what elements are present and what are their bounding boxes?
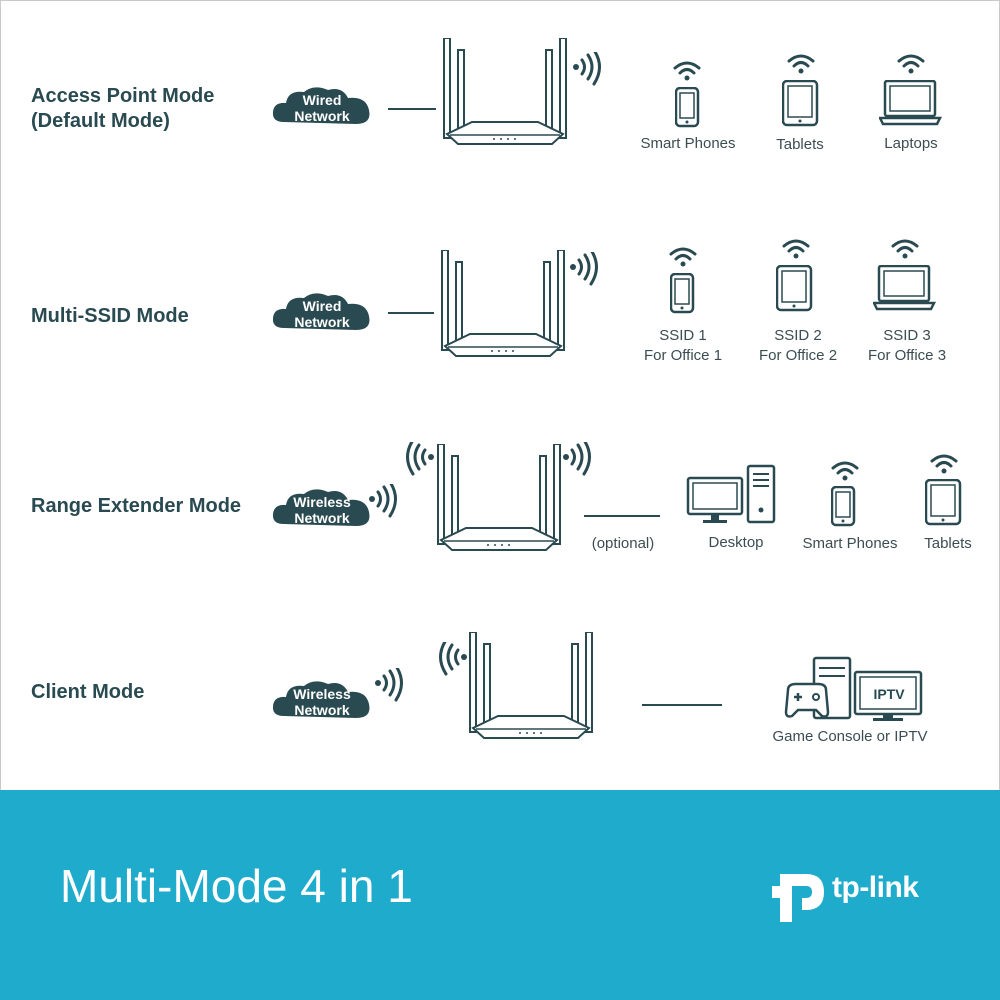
wireless-network-cloud: Wireless Network xyxy=(270,486,374,532)
wifi-icon xyxy=(782,239,810,260)
tablet-icon xyxy=(782,80,819,127)
mode-title-line1: Multi-SSID Mode xyxy=(31,305,189,327)
cloud-icon xyxy=(272,489,370,526)
cloud-icon xyxy=(272,681,370,718)
signal-waves-icon xyxy=(570,252,598,286)
router-icon xyxy=(441,250,565,357)
device-label: SSID 2 For Office 2 xyxy=(738,326,858,366)
cloud-label-line1: Wireless xyxy=(293,494,351,510)
connection-line xyxy=(388,312,434,314)
device-label: Smart Phones xyxy=(640,135,736,152)
tp-link-logo-mark xyxy=(772,874,824,922)
cloud-label-line2: Network xyxy=(294,314,350,330)
mode-title-line2: (Default Mode) xyxy=(31,110,170,132)
router-icon xyxy=(469,632,593,739)
wifi-icon xyxy=(897,54,925,75)
phone-icon xyxy=(831,486,856,527)
device-label: Desktop xyxy=(708,534,764,551)
mode-row-client: Client Mode Wireless Network xyxy=(0,600,1000,789)
office-label: For Office 2 xyxy=(758,347,838,364)
wifi-icon xyxy=(831,461,859,482)
signal-waves-icon xyxy=(573,52,601,86)
cloud-label-line1: Wireless xyxy=(293,686,351,702)
tv-icon xyxy=(853,670,923,721)
signal-waves-icon xyxy=(563,442,591,476)
footer-banner: Multi-Mode 4 in 1 tp-link xyxy=(0,790,1000,1000)
device-label: Tablets xyxy=(924,535,972,552)
office-label: For Office 1 xyxy=(643,347,723,364)
connection-line xyxy=(388,108,436,110)
signal-waves-icon xyxy=(375,668,403,702)
laptop-icon xyxy=(879,80,942,126)
device-label: Smart Phones xyxy=(802,535,898,552)
phone-icon xyxy=(675,87,700,128)
cloud-label-line2: Network xyxy=(294,108,350,124)
wireless-network-cloud: Wireless Network xyxy=(270,678,374,724)
wifi-icon xyxy=(891,239,919,260)
mode-title: Client Mode xyxy=(31,680,144,705)
ssid-label: SSID 1 xyxy=(659,327,707,344)
signal-waves-icon xyxy=(406,442,434,476)
device-label: SSID 1 For Office 1 xyxy=(623,326,743,366)
device-label: Laptops xyxy=(884,135,938,152)
laptop-icon xyxy=(873,265,936,311)
wired-network-cloud: Wired Network xyxy=(270,290,374,336)
device-label: Tablets xyxy=(776,136,824,153)
cloud-label-line1: Wired xyxy=(302,92,342,108)
cloud-label-line1: Wired xyxy=(302,298,342,314)
mode-title: Access Point Mode (Default Mode) xyxy=(31,84,214,134)
device-label: Game Console or IPTV xyxy=(772,728,928,745)
wired-network-cloud: Wired Network xyxy=(270,84,374,130)
signal-waves-icon xyxy=(439,642,467,676)
signal-waves-icon xyxy=(369,484,397,518)
wifi-icon xyxy=(673,61,701,82)
device-label: SSID 3 For Office 3 xyxy=(847,326,967,366)
mode-row-multi-ssid: Multi-SSID Mode Wired Network SSID 1 For… xyxy=(0,190,1000,390)
connection-line xyxy=(584,515,660,517)
mode-row-range-extender: Range Extender Mode Wireless Network (op… xyxy=(0,390,1000,600)
tp-link-logo: tp-link xyxy=(772,864,952,924)
tv-screen-label: IPTV xyxy=(873,686,905,702)
ssid-label: SSID 3 xyxy=(883,327,931,344)
connection-line xyxy=(642,704,722,706)
wifi-icon xyxy=(930,454,958,475)
phone-icon xyxy=(670,273,695,314)
tp-link-wordmark: tp-link xyxy=(832,871,919,904)
wifi-icon xyxy=(669,247,697,268)
game-console-icon xyxy=(784,656,852,720)
mode-title: Range Extender Mode xyxy=(31,494,241,519)
mode-title-line1: Range Extender Mode xyxy=(31,495,242,517)
router-icon xyxy=(437,444,561,551)
cloud-label-line2: Network xyxy=(294,702,350,718)
cloud-icon xyxy=(272,293,370,330)
footer-title: Multi-Mode 4 in 1 xyxy=(60,860,413,912)
ssid-label: SSID 2 xyxy=(774,327,822,344)
mode-title-line1: Access Point Mode xyxy=(31,85,215,107)
wifi-icon xyxy=(787,54,815,75)
cloud-icon xyxy=(272,87,370,124)
router-icon xyxy=(443,38,567,145)
tablet-icon xyxy=(776,265,813,312)
cloud-label-line2: Network xyxy=(294,510,350,526)
mode-title-line1: Client Mode xyxy=(31,681,145,703)
mode-title: Multi-SSID Mode xyxy=(31,304,189,329)
mode-row-access-point: Access Point Mode (Default Mode) Wired N… xyxy=(0,0,1000,190)
desktop-icon xyxy=(686,464,776,524)
optional-note: (optional) xyxy=(591,535,655,552)
tablet-icon xyxy=(925,479,962,526)
office-label: For Office 3 xyxy=(867,347,947,364)
